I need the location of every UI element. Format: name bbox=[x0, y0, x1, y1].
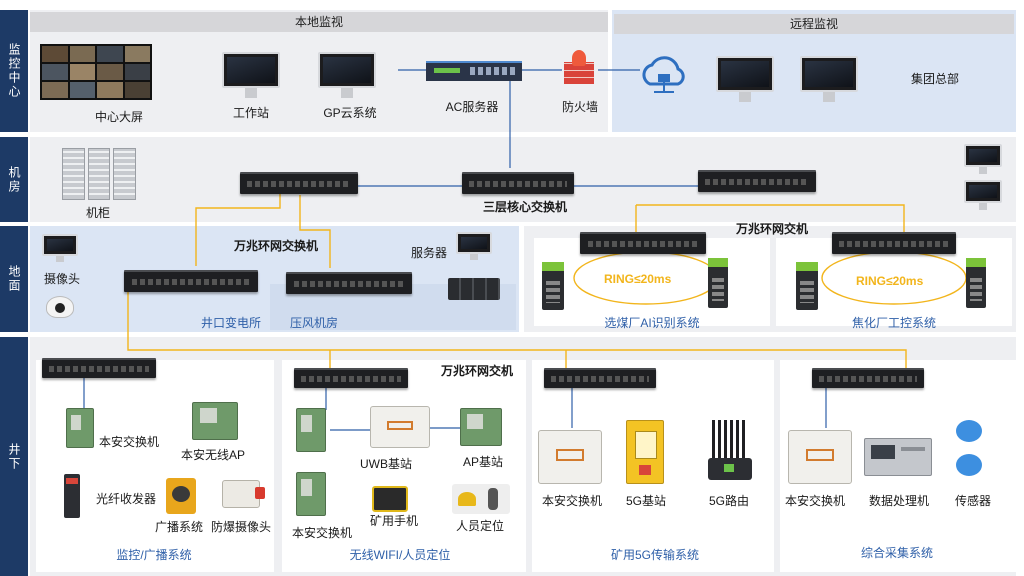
core-switch-center-icon bbox=[462, 172, 574, 194]
g4-sensor-label: 传感器 bbox=[954, 494, 991, 508]
g2-title: 无线WIFI/人员定位 bbox=[349, 548, 451, 562]
local-monitoring-header: 本地监视 bbox=[30, 12, 608, 32]
ac-server-icon bbox=[426, 61, 522, 81]
cabinet-label: 机柜 bbox=[85, 206, 110, 220]
personnel-locator-icon bbox=[452, 484, 510, 514]
underground-switch-icon bbox=[812, 368, 924, 388]
g2-personnel-label: 人员定位 bbox=[455, 519, 504, 533]
safe-switch-board-icon bbox=[296, 472, 326, 516]
broadcast-icon bbox=[166, 478, 196, 514]
coking-ctrl-label: 焦化厂工控系统 bbox=[851, 316, 936, 330]
g2-ap-station-label: AP基站 bbox=[462, 455, 503, 469]
remote-monitoring-header: 远程监视 bbox=[614, 14, 1014, 34]
section-label: 地面 bbox=[7, 265, 21, 293]
sensor-icon bbox=[956, 420, 982, 442]
g1-safe-switch-label: 本安交换机 bbox=[98, 435, 159, 449]
safe-switch-box-icon bbox=[788, 430, 852, 484]
g3-safe-switch-label: 本安交换机 bbox=[541, 494, 602, 508]
section-label: 井下 bbox=[7, 442, 21, 471]
cloud-icon bbox=[636, 54, 692, 98]
underground-switch-icon bbox=[294, 368, 408, 388]
g4-data-proc-label: 数据处理机 bbox=[868, 494, 929, 508]
ring-switch-right-label: 万兆环网交机 bbox=[735, 222, 808, 236]
safe-switch-board-icon bbox=[66, 408, 94, 448]
wireless-ap-icon bbox=[192, 402, 238, 440]
machine-room-monitor-icon bbox=[964, 144, 1002, 174]
g3-5g-station-label: 5G基站 bbox=[625, 494, 666, 508]
ring-time-left: RING≤20ms bbox=[604, 272, 672, 286]
coal-industrial-switch-icon bbox=[708, 258, 728, 308]
5g-station-icon bbox=[626, 420, 664, 484]
sidebar-underground: 井下 bbox=[0, 337, 28, 576]
group-hq-label: 集团总部 bbox=[910, 72, 959, 86]
sidebar-monitor-center: 监控中心 bbox=[0, 10, 28, 132]
gp-cloud-monitor-icon bbox=[318, 52, 376, 98]
coking-industrial-switch-icon bbox=[966, 258, 986, 308]
firewall-icon bbox=[564, 50, 594, 84]
sidebar-ground: 地面 bbox=[0, 226, 28, 332]
mine-phone-icon bbox=[372, 486, 408, 512]
safe-switch-board-icon bbox=[296, 408, 326, 452]
g1-broadcast-label: 广播系统 bbox=[154, 520, 203, 534]
remote-monitor-icon bbox=[716, 56, 774, 102]
ac-server-label: AC服务器 bbox=[445, 100, 499, 114]
g3-title: 矿用5G传输系统 bbox=[610, 548, 699, 562]
compressor-room-label: 压风机房 bbox=[289, 316, 338, 330]
firewall-label: 防火墙 bbox=[561, 100, 598, 114]
core-switch-right-icon bbox=[698, 170, 816, 192]
g4-safe-switch-label: 本安交换机 bbox=[784, 494, 845, 508]
camera-monitor-icon bbox=[42, 234, 78, 262]
group-wifi-box bbox=[282, 360, 526, 572]
dome-camera-icon bbox=[46, 296, 74, 318]
remote-monitor-icon bbox=[800, 56, 858, 102]
workstation-label: 工作站 bbox=[232, 106, 269, 120]
coal-industrial-switch-icon bbox=[542, 262, 564, 310]
ring-time-right: RING≤20ms bbox=[856, 274, 924, 288]
g2-mine-phone-label: 矿用手机 bbox=[369, 514, 418, 528]
5g-router-icon bbox=[708, 420, 752, 482]
server-monitor-icon bbox=[456, 232, 492, 260]
ring-switch-left-label: 万兆环网交换机 bbox=[233, 239, 318, 253]
server-label: 服务器 bbox=[410, 246, 447, 260]
underground-switch-icon bbox=[544, 368, 656, 388]
explosion-proof-camera-icon bbox=[222, 480, 265, 508]
gp-cloud-label: GP云系统 bbox=[323, 106, 377, 120]
underground-switch-icon bbox=[42, 358, 156, 378]
fiber-transceiver-icon bbox=[64, 474, 80, 518]
compressor-switch-icon bbox=[286, 272, 412, 294]
core-switch-label: 三层核心交换机 bbox=[482, 200, 567, 214]
video-wall-icon bbox=[40, 44, 152, 100]
g4-title: 综合采集系统 bbox=[860, 546, 933, 560]
workstation-monitor-icon bbox=[222, 52, 280, 98]
coal-ring-switch-icon bbox=[580, 232, 706, 254]
g1-ex-camera-label: 防爆摄像头 bbox=[210, 520, 271, 534]
machine-room-monitor-icon bbox=[964, 180, 1002, 210]
g3-5g-router-label: 5G路由 bbox=[708, 494, 749, 508]
g2-safe-switch-label: 本安交换机 bbox=[291, 526, 352, 540]
g1-title: 监控/广播系统 bbox=[116, 548, 192, 562]
substation-switch-icon bbox=[124, 270, 258, 292]
core-switch-left-icon bbox=[240, 172, 358, 194]
g1-wireless-ap-label: 本安无线AP bbox=[180, 448, 245, 462]
g1-fiber-tx-label: 光纤收发器 bbox=[95, 492, 156, 506]
ap-station-icon bbox=[460, 408, 502, 446]
safe-switch-box-icon bbox=[538, 430, 602, 484]
substation-label: 井口变电所 bbox=[200, 316, 261, 330]
underground-ring-label: 万兆环网交机 bbox=[440, 364, 513, 378]
uwb-station-icon bbox=[370, 406, 430, 448]
coking-ring-switch-icon bbox=[832, 232, 956, 254]
g2-uwb-label: UWB基站 bbox=[360, 457, 412, 471]
sidebar-machine-room: 机房 bbox=[0, 137, 28, 222]
data-processor-icon bbox=[864, 438, 932, 476]
big-screen-label: 中心大屏 bbox=[94, 110, 143, 124]
group-monitor-box bbox=[36, 360, 274, 572]
camera-label: 摄像头 bbox=[43, 272, 80, 286]
coking-industrial-switch-icon bbox=[796, 262, 818, 310]
cabinet-icon bbox=[62, 148, 137, 200]
section-label: 机房 bbox=[7, 165, 21, 194]
sensor-icon bbox=[956, 454, 982, 476]
coal-ai-label: 选煤厂AI识别系统 bbox=[604, 316, 700, 330]
section-label: 监控中心 bbox=[7, 43, 21, 99]
server-rack-icon bbox=[448, 278, 500, 300]
